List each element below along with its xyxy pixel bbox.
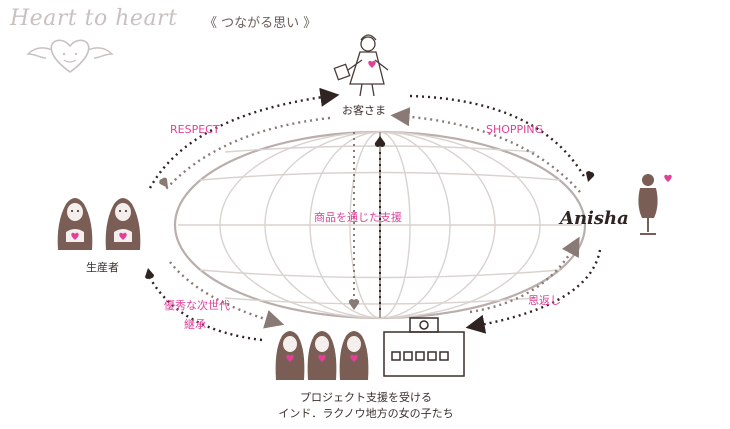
inheritance-label: 継承 [184, 318, 206, 331]
girls-caption: プロジェクト支援を受ける インド．ラクノウ地方の女の子たち [236, 390, 496, 422]
customer-label: お客さま [342, 104, 386, 117]
anisha-mannequin-figure [638, 174, 672, 235]
girls-caption-line1: プロジェクト支援を受ける [300, 391, 432, 404]
shopping-label: SHOPPING [486, 123, 544, 136]
next-generation-label: 優秀な次世代 [164, 299, 230, 312]
girls-figures [275, 331, 369, 380]
respect-arrows [148, 87, 340, 191]
shopping-arrows [390, 94, 595, 193]
respect-label: RESPECT [170, 123, 220, 136]
brand-label: Anisha [560, 208, 629, 229]
page-subtitle: 《 つながる思い 》 [204, 16, 317, 31]
support-label: 商品を通じた支援 [314, 211, 402, 224]
globe-illustration [173, 130, 587, 320]
customer-figure [333, 34, 389, 97]
girls-caption-line2: インド．ラクノウ地方の女の子たち [278, 407, 454, 420]
support-arrow [348, 132, 386, 310]
producers-label: 生産者 [86, 261, 119, 274]
return-favor-label: 恩返し [528, 294, 561, 307]
page-title: Heart to heart [10, 6, 178, 31]
winged-heart-icon [26, 39, 114, 73]
return-favor-arrows [465, 236, 602, 334]
school-building-icon [383, 317, 465, 377]
next-generation-arrows [145, 261, 285, 342]
producers-figures [57, 198, 141, 250]
